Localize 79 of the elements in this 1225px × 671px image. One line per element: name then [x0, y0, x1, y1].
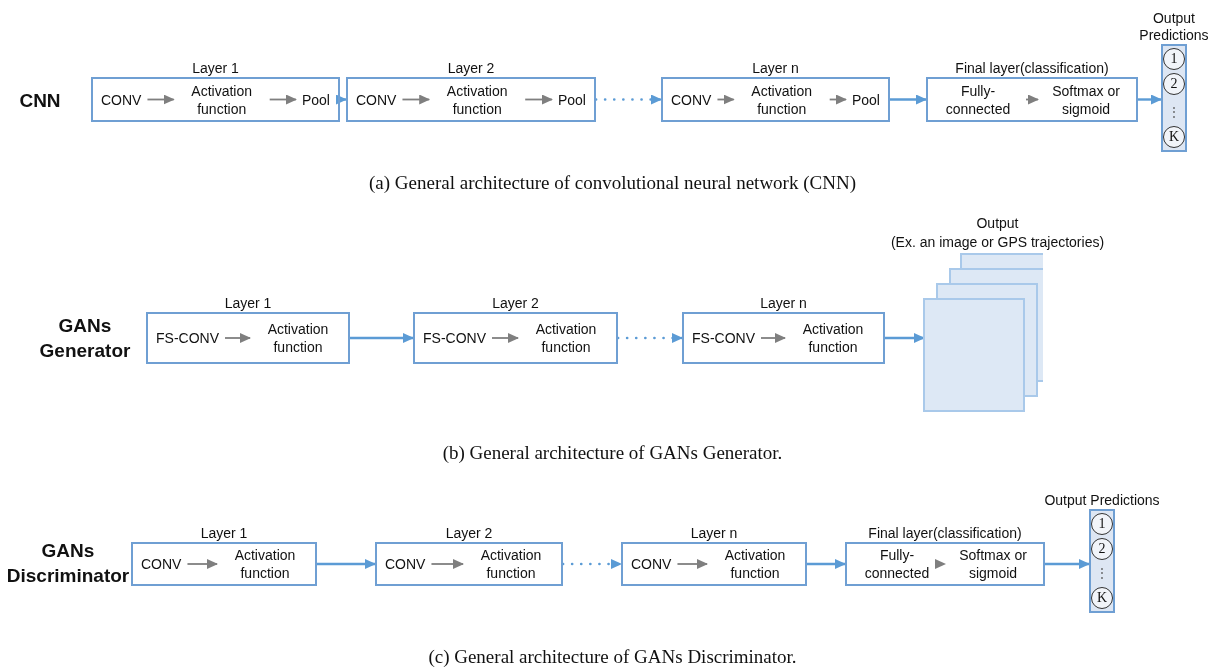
step-label: Pool	[851, 90, 880, 109]
arrow	[350, 333, 414, 343]
layer-heading: Layer n	[760, 295, 807, 312]
step-label: CONV	[671, 90, 712, 109]
arrow	[524, 94, 553, 105]
step-label: Fully-connected	[855, 546, 939, 582]
layer-heading: Layer 2	[447, 60, 495, 77]
layer-heading: Final layer(classification)	[868, 525, 1022, 542]
step-label: CONV	[631, 555, 672, 573]
step-label: Activation function	[524, 320, 608, 356]
arrow	[716, 94, 735, 105]
arrow	[186, 559, 218, 569]
row-label: GANs Generator	[38, 314, 132, 363]
arrow	[1045, 559, 1090, 569]
layer-heading: Layer n	[752, 60, 799, 77]
output-heading: Output	[975, 215, 1020, 232]
arrow	[890, 94, 927, 105]
output-heading: (Ex. an image or GPS trajectories)	[889, 234, 1106, 251]
step-label: Activation function	[223, 546, 307, 582]
arrow	[1025, 94, 1039, 105]
output-heading: Output Predictions	[1044, 492, 1160, 509]
step-label: CONV	[356, 90, 397, 109]
layer-heading: Layer 2	[445, 525, 493, 542]
arrow	[268, 94, 297, 105]
arrow	[828, 94, 847, 105]
neuron-circle: 2	[1091, 538, 1113, 560]
arrow	[336, 94, 347, 105]
step-label: FS-CONV	[692, 329, 755, 347]
row-label: CNN	[18, 89, 62, 113]
step-label: Activation function	[469, 546, 553, 582]
ellipsis-mark: ⋮	[1096, 567, 1108, 579]
step-label: CONV	[385, 555, 426, 573]
step-label: CONV	[141, 555, 182, 573]
step-label: Softmax or sigmoid	[951, 546, 1035, 582]
layer-heading: Layer 1	[224, 295, 272, 312]
arrow	[676, 559, 708, 569]
step-label: Activation function	[179, 81, 264, 118]
step-label: CONV	[101, 90, 142, 109]
layer-heading: Layer n	[690, 525, 738, 542]
arrow	[401, 94, 431, 105]
output-heading: Output Predictions	[1138, 10, 1210, 44]
step-label: Activation function	[435, 81, 520, 118]
step-label: Activation function	[256, 320, 340, 356]
layer-heading: Layer 2	[492, 295, 539, 312]
arrow	[885, 333, 925, 343]
arrow	[1138, 94, 1162, 105]
row-label: GANs Discriminator	[5, 539, 131, 588]
arrow	[224, 333, 251, 343]
step-label: Softmax or sigmoid	[1044, 81, 1128, 118]
figure-caption: (c) General architecture of GANs Discriminator.	[427, 646, 798, 668]
step-label: Pool	[301, 90, 330, 109]
step-label: Pool	[557, 90, 586, 109]
figure-caption: (b) General architecture of GANs Generator.	[441, 442, 784, 464]
arrow	[935, 559, 946, 569]
neuron-circle: K	[1163, 126, 1185, 148]
layer-heading: Final layer(classification)	[955, 60, 1109, 77]
step-label: FS-CONV	[156, 329, 219, 347]
neuron-circle: K	[1091, 587, 1113, 609]
step-label: Activation function	[791, 320, 875, 356]
neuron-circle: 2	[1163, 73, 1185, 95]
ellipsis-mark: ⋮	[1168, 106, 1180, 118]
arrow	[760, 333, 786, 343]
step-label: Activation function	[739, 81, 824, 118]
dotted-arrow	[594, 94, 663, 105]
layer-heading: Layer 1	[192, 60, 239, 77]
layer-heading: Layer 1	[200, 525, 248, 542]
arrow	[491, 333, 519, 343]
neuron-circle: 1	[1091, 513, 1113, 535]
dotted-arrow	[561, 559, 623, 569]
step-label: Fully-connected	[936, 81, 1020, 118]
arrow	[430, 559, 464, 569]
dotted-arrow	[616, 333, 684, 343]
arrow	[146, 94, 175, 105]
step-label: FS-CONV	[423, 329, 486, 347]
neuron-circle: 1	[1163, 48, 1185, 70]
step-label: Activation function	[713, 546, 797, 582]
arrow	[317, 559, 376, 569]
figure-caption: (a) General architecture of convolutional neural network (CNN)	[368, 172, 857, 194]
arrow	[807, 559, 846, 569]
